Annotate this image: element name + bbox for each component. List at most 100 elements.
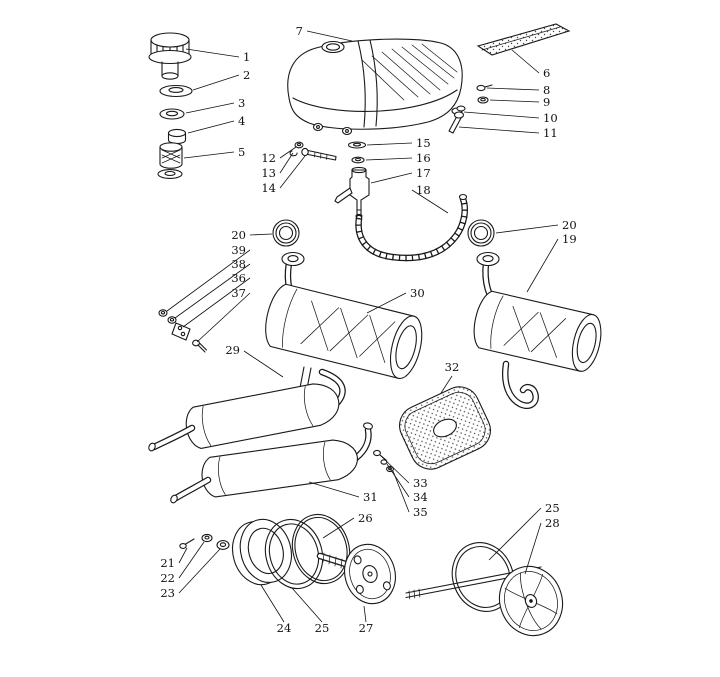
callout-leader-27	[363, 605, 367, 623]
callout-leader-28	[524, 522, 542, 575]
callout-leader-25	[488, 507, 542, 561]
callout-leader-32	[440, 375, 453, 394]
callout-leader-29	[243, 350, 284, 378]
callout-leader-20	[249, 233, 273, 236]
callout-leader-25	[291, 587, 323, 623]
callout-label-11: 11	[543, 126, 558, 140]
callout-leader-22	[178, 541, 205, 579]
callout-label-2: 2	[243, 68, 250, 82]
callout-label-30: 30	[410, 286, 425, 300]
callout-label-1: 1	[243, 50, 250, 64]
callout-leader-9	[489, 99, 540, 103]
callout-label-21: 21	[160, 556, 175, 570]
exhaust-sealing-ring-right-drawing	[467, 219, 495, 247]
callout-leader-14	[279, 155, 306, 189]
callout-label-16: 16	[416, 151, 431, 165]
callout-leader-33	[380, 455, 410, 484]
hub-plate-drawing	[316, 543, 396, 605]
callout-leader-8	[486, 87, 540, 91]
callout-label-39: 39	[231, 243, 246, 257]
callout-label-17: 17	[416, 166, 431, 180]
callout-label-4: 4	[238, 114, 245, 128]
callout-label-3: 3	[238, 96, 245, 110]
callout-label-33: 33	[413, 476, 428, 490]
left-muffler-drawing	[265, 251, 423, 380]
fuel-cap-assembly-drawing	[148, 32, 193, 179]
callout-leader-11	[458, 126, 540, 134]
callout-label-20: 20	[562, 218, 577, 232]
callout-label-35: 35	[413, 505, 428, 519]
callout-leader-6	[511, 49, 540, 74]
callout-leader-37	[196, 292, 251, 343]
callout-label-34: 34	[413, 490, 428, 504]
tap-screws-drawing	[289, 141, 337, 161]
callout-label-25: 25	[315, 621, 330, 635]
callout-leader-35	[392, 470, 410, 513]
callout-leader-7	[306, 30, 353, 42]
callout-leader-17	[370, 172, 413, 184]
callout-label-6: 6	[543, 66, 550, 80]
front-silencer-drawing	[148, 368, 346, 452]
callout-leader-15	[366, 142, 413, 146]
bearing-race-drawing	[232, 518, 292, 586]
callout-leader-34	[386, 463, 410, 498]
callout-leader-23	[178, 548, 221, 594]
callout-leader-2	[192, 74, 240, 91]
callout-label-31: 31	[363, 490, 378, 504]
rear-silencer-drawing	[170, 422, 373, 504]
callout-leader-18	[411, 189, 449, 214]
callout-label-38: 38	[231, 257, 246, 271]
callout-leader-31	[308, 481, 360, 498]
hub-fasteners-drawing	[179, 533, 230, 550]
callout-leader-12	[279, 146, 297, 159]
callout-leader-16	[365, 157, 413, 161]
callout-label-15: 15	[416, 136, 431, 150]
fan-disc-drawing	[498, 565, 564, 637]
callout-leader-39	[166, 249, 251, 312]
small-fasteners-top-right-drawing	[448, 84, 493, 134]
callout-label-20: 20	[231, 228, 246, 242]
shield-fasteners-drawing	[373, 449, 394, 473]
large-oring-drawing	[451, 542, 515, 612]
callout-leader-4	[187, 120, 235, 134]
callout-label-22: 22	[160, 571, 175, 585]
callout-label-27: 27	[359, 621, 374, 635]
gasket-ring-drawing	[291, 513, 351, 585]
callout-label-5: 5	[238, 145, 245, 159]
callout-leader-1	[185, 48, 240, 58]
callout-label-9: 9	[543, 95, 550, 109]
callout-label-7: 7	[296, 24, 303, 38]
callout-label-19: 19	[562, 232, 577, 246]
callout-label-24: 24	[277, 621, 292, 635]
callout-leader-5	[183, 151, 235, 159]
callout-leader-10	[463, 111, 540, 119]
fuel-tap-drawing	[334, 141, 370, 219]
callout-label-18: 18	[416, 183, 431, 197]
large-ring-drawing	[264, 518, 324, 590]
right-muffler-drawing	[473, 251, 602, 409]
callout-label-10: 10	[543, 111, 558, 125]
callout-label-8: 8	[543, 83, 550, 97]
callout-label-14: 14	[261, 181, 276, 195]
callout-label-23: 23	[160, 586, 175, 600]
callout-leader-19	[526, 238, 559, 293]
callout-label-25: 25	[545, 501, 560, 515]
callout-label-37: 37	[231, 286, 246, 300]
callout-label-28: 28	[545, 516, 560, 530]
fuel-hose-drawing	[355, 193, 468, 262]
callout-label-13: 13	[261, 166, 276, 180]
rubber-mat-drawing	[476, 23, 571, 56]
callout-leader-30	[366, 292, 407, 314]
fuel-tank-drawing	[287, 38, 463, 136]
callout-leader-13	[279, 152, 294, 174]
callout-leader-3	[185, 102, 235, 114]
callout-leader-36	[182, 277, 251, 328]
callout-leader-24	[260, 584, 285, 623]
callout-leader-38	[174, 263, 251, 319]
clamp-parts-drawing	[158, 309, 208, 353]
exhaust-sealing-ring-left-drawing	[272, 219, 300, 247]
callout-label-32: 32	[445, 360, 460, 374]
